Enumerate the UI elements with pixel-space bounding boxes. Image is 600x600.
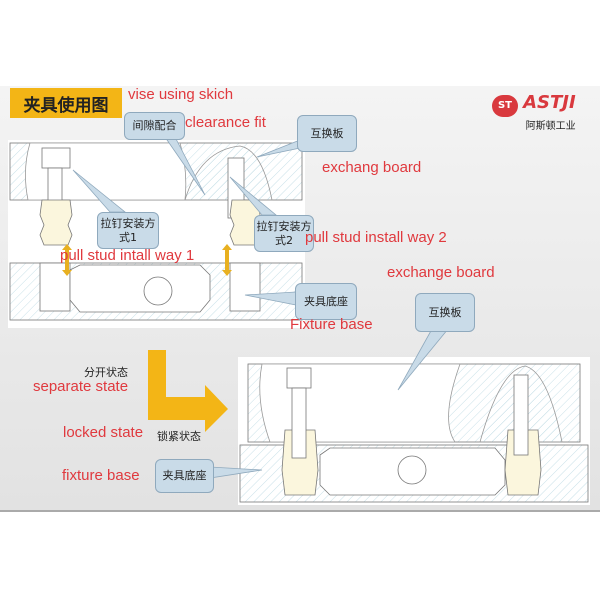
logo-mark: ST <box>492 95 518 117</box>
pull-stud-1 <box>39 199 73 246</box>
label-fixture-base-2: fixture base <box>62 467 140 484</box>
page-title: 夹具使用图 <box>10 88 122 118</box>
logo: ST ASTJI 阿斯顿工业 <box>492 92 576 132</box>
subtitle-en: vise using skich <box>128 86 234 103</box>
callout-fixture-base-1: 夹具底座 <box>295 283 357 320</box>
callout-exchange-board-2: 互换板 <box>415 293 475 332</box>
label-exchang-board: exchang board <box>322 159 422 176</box>
fixture-base-drawing-top <box>9 262 303 321</box>
arrows-updown <box>62 244 232 276</box>
label-locked-en: locked state <box>63 424 144 441</box>
label-separate-cn: 分开状态 <box>84 366 128 379</box>
callout-tails <box>72 136 449 479</box>
callout-exchange-board-1: 互换板 <box>297 115 357 152</box>
label-separate-en: separate state <box>33 378 129 395</box>
label-install-way-1: pull stud intall way 1 <box>60 247 195 264</box>
label-exchange-board: exchange board <box>387 264 495 281</box>
callout-fixture-base-2: 夹具底座 <box>155 459 214 493</box>
callout-install-way-2: 拉钉安装方式2 <box>254 215 314 252</box>
locked-assembly-drawing <box>239 363 589 503</box>
callout-install-way-1: 拉钉安装方式1 <box>97 212 159 249</box>
label-fixture-base-1: Fixture base <box>290 316 373 333</box>
callout-clearance-fit: 间隙配合 <box>124 112 185 140</box>
logo-brand: ASTJI <box>523 92 576 113</box>
label-locked-cn: 锁紧状态 <box>157 430 201 443</box>
l-arrow <box>148 350 228 432</box>
logo-company: 阿斯顿工业 <box>525 121 576 132</box>
label-install-way-2: pull stud install way 2 <box>305 229 447 246</box>
label-clearance-fit: clearance fit <box>185 114 266 131</box>
